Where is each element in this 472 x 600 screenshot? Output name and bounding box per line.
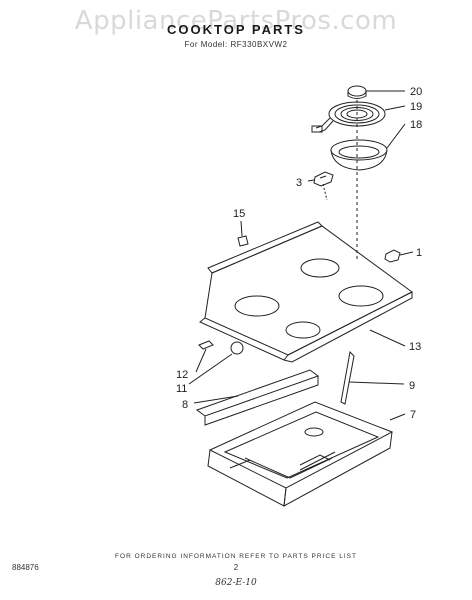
callout-3: 3 [296,177,302,189]
callout-18: 18 [410,119,422,131]
page-number: 2 [233,563,239,572]
part-9-support-rod [340,350,355,405]
part-11-spacer [230,341,244,355]
callout-15: 15 [233,208,245,220]
callout-11: 11 [176,383,187,395]
callout-20: 20 [410,86,422,98]
part-12-screw [198,340,214,350]
part-8-front-channel [195,369,320,426]
part-20-cap [347,85,367,99]
alignment-line-receptacle [322,183,328,201]
callout-8: 8 [182,399,188,411]
part-15-clip [237,235,249,247]
watermark: AppliancePartsPros.com [74,6,398,36]
callout-9: 9 [409,380,415,392]
handwritten-note: 862-E-10 [215,578,257,588]
part-3-receptacle [313,171,334,187]
callout-1: 1 [416,247,422,259]
document-code: 884876 [12,563,39,572]
part-13-cooktop [199,221,413,363]
part-7-burner-box [207,401,394,507]
ordering-note: FOR ORDERING INFORMATION REFER TO PARTS … [115,553,357,560]
callout-12: 12 [176,369,188,381]
callout-7: 7 [410,409,416,421]
part-19-surface-element [311,101,386,133]
callout-13: 13 [409,341,421,353]
model-subtitle: For Model: RF330BXVW2 [184,40,288,49]
diagram-title: COOKTOP PARTS [167,22,305,37]
callout-19: 19 [410,101,422,113]
part-1-bracket [384,249,401,263]
leader-lines [188,90,414,421]
part-18-drip-pan [330,139,388,171]
